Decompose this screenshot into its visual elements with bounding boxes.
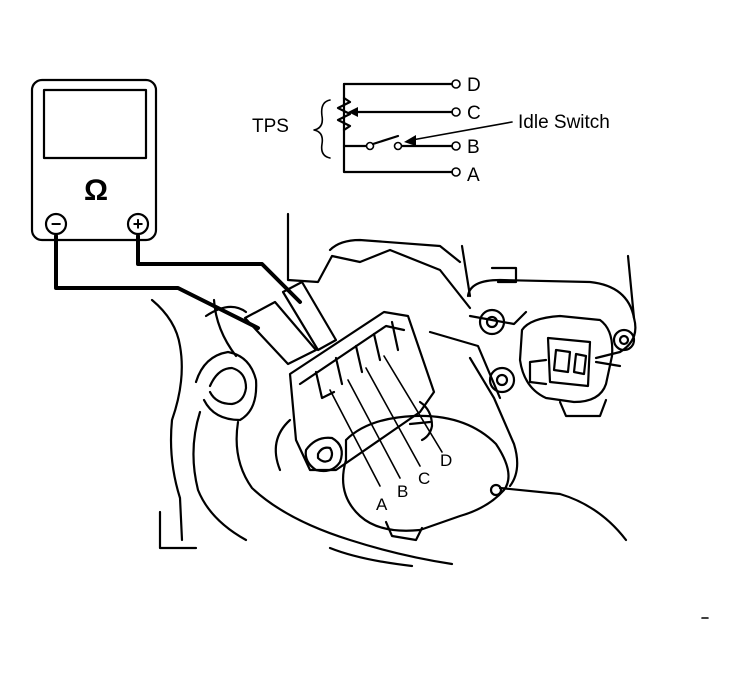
tps-schematic: TPS Idle Switch D C B A (252, 75, 610, 186)
terminal-label-d: D (467, 75, 481, 96)
pin-label-a: A (376, 495, 388, 514)
positive-probe (281, 280, 338, 352)
tps-label: TPS (252, 116, 289, 137)
terminal-label-a: A (467, 165, 480, 186)
resistor (336, 96, 352, 132)
ohm-symbol: Ω (84, 174, 108, 207)
negative-probe (243, 300, 318, 366)
terminal-label-b: B (467, 137, 480, 158)
negative-terminal: − (44, 212, 68, 236)
positive-symbol: + (133, 214, 144, 234)
negative-lead (54, 234, 260, 330)
negative-symbol: − (51, 214, 62, 234)
pin-label-d: D (440, 451, 452, 470)
terminal-label-c: C (467, 103, 481, 124)
positive-terminal: + (126, 212, 150, 236)
pin-label-c: C (418, 469, 430, 488)
ohmmeter: Ω − + (30, 78, 158, 242)
idle-switch-label: Idle Switch (518, 112, 610, 133)
test-leads (54, 234, 338, 366)
tps-brace (313, 99, 331, 159)
right-connector (518, 314, 614, 404)
pin-label-b: B (397, 482, 408, 501)
connector-pin-labels: A B C D (376, 451, 452, 514)
meter-display (42, 88, 148, 160)
tps-connector (288, 310, 436, 472)
positive-lead (136, 234, 302, 304)
throttle-body-illustration (150, 212, 637, 568)
